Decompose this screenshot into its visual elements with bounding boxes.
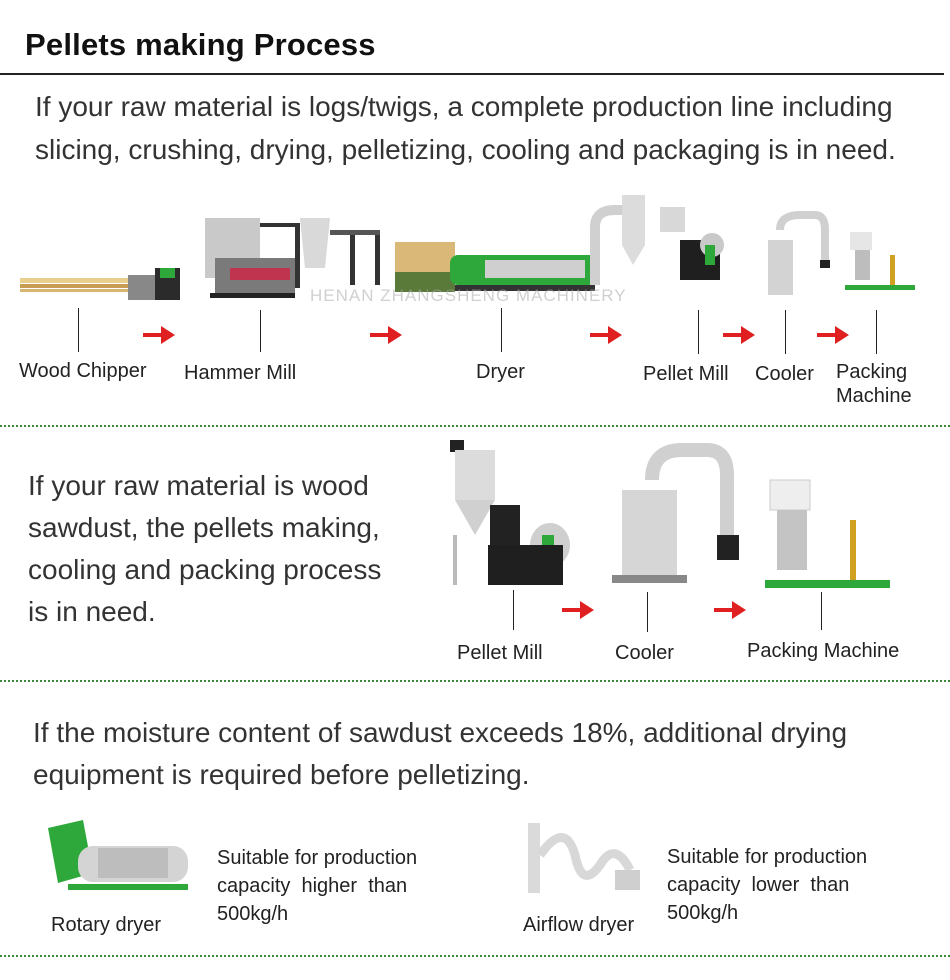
desc-line: capacity lower than bbox=[667, 874, 850, 896]
pointer-line bbox=[785, 310, 786, 354]
wood-chipper-illustration bbox=[20, 268, 180, 300]
packing-machine-illustration bbox=[845, 232, 915, 290]
section2-line: sawdust, the pellets making, bbox=[28, 512, 380, 543]
label-pellet-mill: Pellet Mill bbox=[643, 363, 729, 385]
label-pellet-mill: Pellet Mill bbox=[457, 642, 543, 664]
pellet-mill-illustration bbox=[590, 195, 724, 285]
section1-intro-line2: slicing, crushing, drying, pelletizing, … bbox=[35, 134, 896, 165]
section3-intro: If the moisture content of sawdust excee… bbox=[33, 712, 847, 796]
section-divider bbox=[0, 425, 950, 427]
pointer-line bbox=[513, 590, 514, 630]
rotary-dryer-description: Suitable for production capacity higher … bbox=[217, 844, 432, 928]
label-packing-machine: Packing Machine bbox=[747, 640, 900, 662]
airflow-dryer-description: Suitable for production capacity lower t… bbox=[667, 843, 887, 927]
label-hammer-mill: Hammer Mill bbox=[184, 362, 297, 384]
desc-line: Suitable for production bbox=[217, 847, 418, 869]
pointer-line bbox=[647, 592, 648, 632]
arrow-right-icon bbox=[817, 326, 849, 344]
pointer-line bbox=[698, 310, 699, 354]
desc-line: 500kg/h bbox=[667, 902, 739, 924]
pellet-mill-illustration bbox=[450, 440, 570, 585]
section3-line1: If the moisture content of sawdust excee… bbox=[33, 717, 848, 748]
section1-intro-line1: If your raw material is logs/twigs, a co… bbox=[35, 91, 893, 122]
label-rotary-dryer: Rotary dryer bbox=[51, 914, 162, 936]
pointer-line bbox=[260, 310, 261, 352]
label-cooler: Cooler bbox=[755, 363, 814, 385]
section3-line2: equipment is required before pelletizing… bbox=[33, 759, 530, 790]
rotary-dryer-illustration bbox=[48, 820, 188, 890]
watermark: HENAN ZHANGSHENG MACHINERY bbox=[310, 286, 627, 305]
section-divider bbox=[0, 955, 950, 957]
section2-line: cooling and packing process bbox=[28, 554, 382, 585]
label-dryer: Dryer bbox=[476, 361, 525, 383]
section2-line: If your raw material is wood bbox=[28, 470, 369, 501]
label-cooler: Cooler bbox=[615, 642, 674, 664]
arrow-right-icon bbox=[714, 601, 746, 619]
label-airflow-dryer: Airflow dryer bbox=[523, 914, 635, 936]
label-machine: Machine bbox=[836, 385, 912, 407]
pointer-line bbox=[821, 592, 822, 630]
packing-machine-illustration bbox=[765, 479, 890, 588]
arrow-right-icon bbox=[562, 601, 594, 619]
section-divider bbox=[0, 680, 950, 682]
desc-line: capacity higher than bbox=[217, 875, 408, 897]
page-title: Pellets making Process bbox=[25, 27, 376, 62]
section2-line: is in need. bbox=[28, 596, 156, 627]
pointer-line bbox=[876, 310, 877, 354]
dryer-illustration bbox=[395, 242, 600, 292]
label-wood-chipper: Wood Chipper bbox=[19, 360, 147, 382]
section2-intro: If your raw material is wood sawdust, th… bbox=[28, 465, 381, 633]
pointer-line bbox=[501, 308, 502, 352]
arrow-right-icon bbox=[143, 326, 175, 344]
title-divider bbox=[0, 73, 944, 75]
cooler-illustration bbox=[768, 211, 830, 295]
pointer-line bbox=[78, 308, 79, 352]
desc-line: 500kg/h bbox=[217, 903, 289, 925]
arrow-right-icon bbox=[370, 326, 402, 344]
arrow-right-icon bbox=[723, 326, 755, 344]
arrow-right-icon bbox=[590, 326, 622, 344]
cooler-illustration bbox=[612, 443, 739, 583]
section1-intro: If your raw material is logs/twigs, a co… bbox=[35, 85, 896, 171]
label-packing: Packing bbox=[836, 361, 908, 383]
airflow-dryer-illustration bbox=[528, 823, 640, 893]
desc-line: Suitable for production bbox=[667, 846, 868, 868]
hammer-mill-illustration bbox=[205, 218, 380, 298]
